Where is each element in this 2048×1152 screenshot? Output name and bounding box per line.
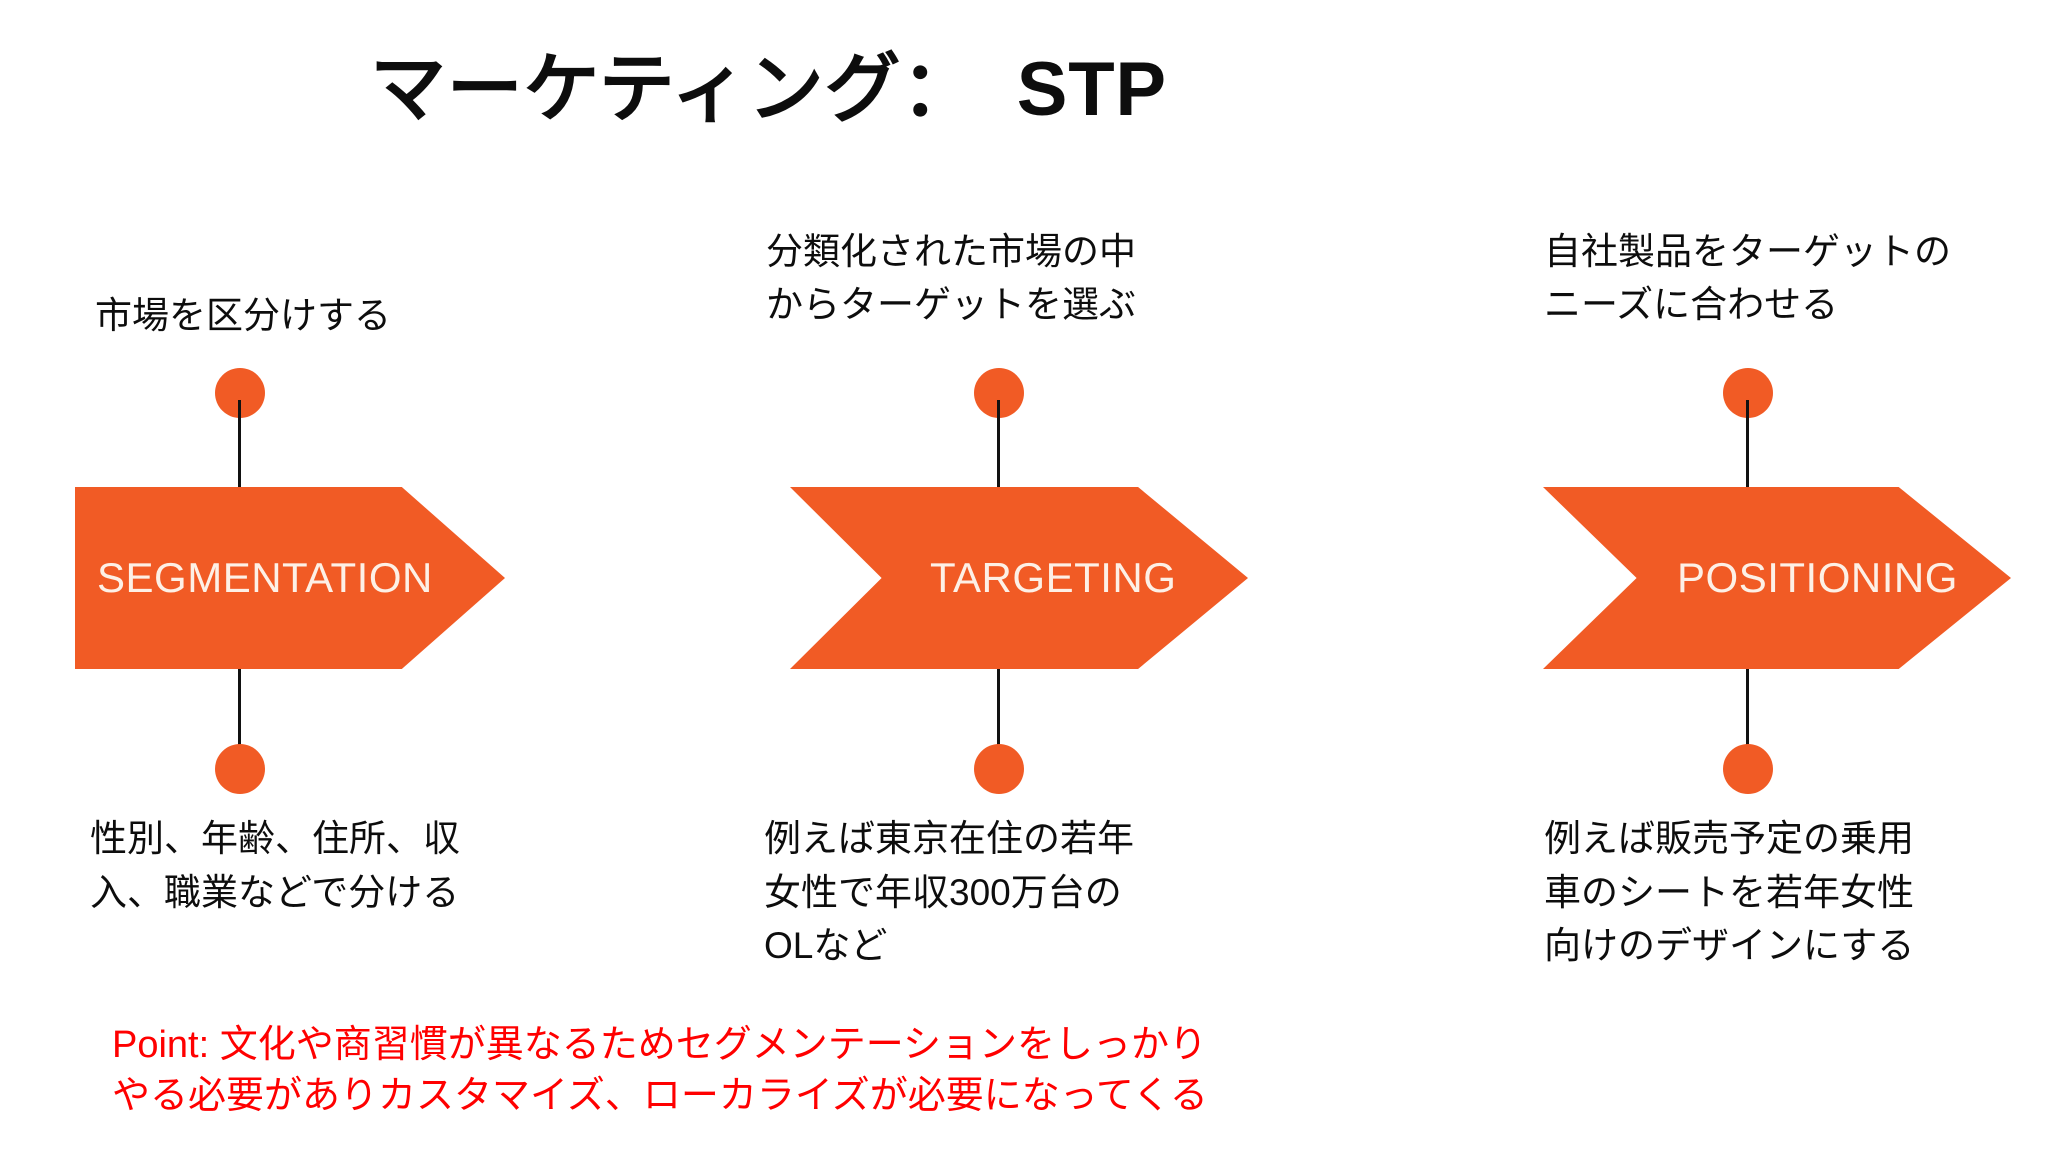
segmentation-top-connector-line xyxy=(238,400,241,505)
arrow-label-targeting: TARGETING xyxy=(930,554,1177,601)
targeting-bottom-dot-icon xyxy=(974,744,1024,794)
positioning-bottom-dot-icon xyxy=(1723,744,1773,794)
arrow-shape-positioning: POSITIONING xyxy=(1543,487,2011,669)
column-positioning: 自社製品をターゲットの ニーズに合わせる 例えば販売予定の乗用 車のシートを若年… xyxy=(1500,0,2048,1152)
positioning-bottom-text: 例えば販売予定の乗用 車のシートを若年女性 向けのデザインにする xyxy=(1544,818,1915,967)
arrow-shape-segmentation: SEGMENTATION xyxy=(75,487,505,669)
segmentation-bottom-dot-icon xyxy=(215,744,265,794)
column-segmentation: 市場を区分けする 性別、年齢、住所、収 入、職業などで分ける xyxy=(0,0,640,1152)
segmentation-bottom-connector-line xyxy=(238,650,241,755)
targeting-bottom-text: 例えば東京在住の若年 女性で年収300万台の OLなど xyxy=(764,818,1134,967)
targeting-top-text: 分類化された市場の中 からターゲットを選ぶ xyxy=(766,231,1136,325)
positioning-top-connector-line xyxy=(1746,400,1749,505)
segmentation-bottom-text: 性別、年齢、住所、収 入、職業などで分ける xyxy=(90,818,460,913)
targeting-bottom-connector-line xyxy=(997,650,1000,755)
arrow-label-segmentation: SEGMENTATION xyxy=(97,554,433,601)
segmentation-top-text: 市場を区分けする xyxy=(95,295,391,336)
point-note-text: Point: 文化や商習慣が異なるためセグメンテーションをしっかり やる必要があ… xyxy=(112,1024,1208,1117)
page-title: マーケティング： STP xyxy=(370,47,1167,132)
column-targeting: 分類化された市場の中 からターゲットを選ぶ 例えば東京在住の若年 女性で年収30… xyxy=(740,0,1380,1152)
positioning-bottom-connector-line xyxy=(1746,650,1749,755)
targeting-top-connector-line xyxy=(997,400,1000,505)
arrow-label-positioning: POSITIONING xyxy=(1677,554,1958,601)
positioning-top-text: 自社製品をターゲットの ニーズに合わせる xyxy=(1544,231,1951,325)
